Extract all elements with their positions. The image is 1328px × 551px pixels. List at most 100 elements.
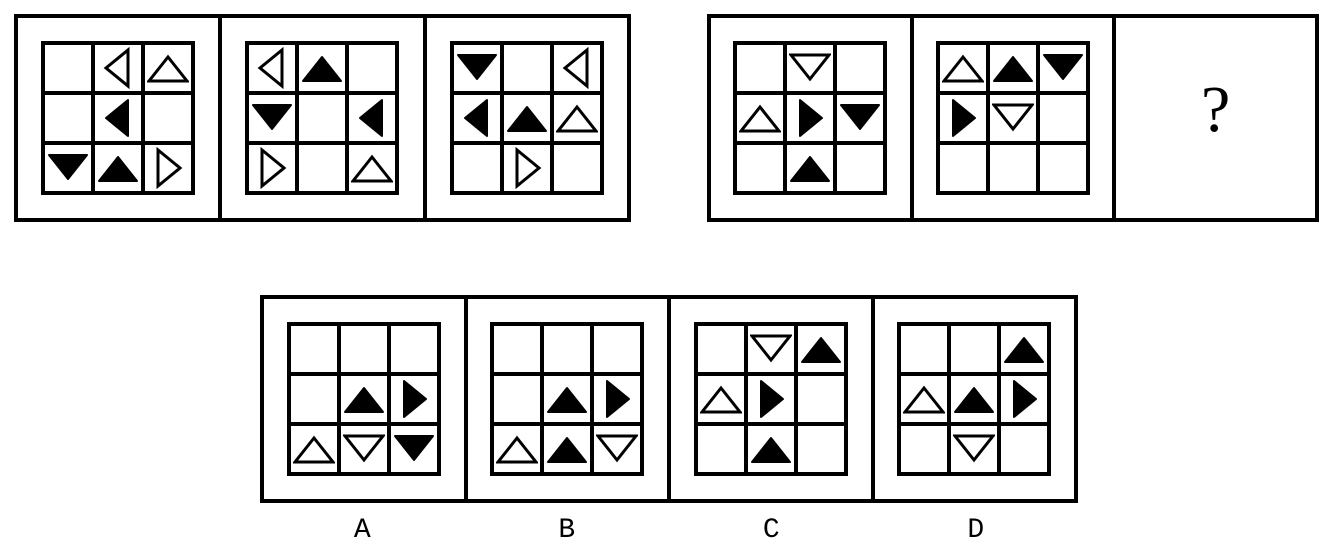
triangle-down-filled-icon bbox=[393, 435, 434, 461]
triangle-up-filled-icon bbox=[547, 437, 588, 463]
example-grid-1 bbox=[41, 41, 196, 195]
triangle-down-outline-icon bbox=[749, 334, 792, 363]
grid-cell bbox=[940, 95, 986, 141]
grid-cell bbox=[544, 426, 591, 472]
grid-cell bbox=[940, 145, 986, 191]
option-labels-row: A B C D bbox=[260, 514, 1078, 548]
grid-cell bbox=[453, 45, 500, 91]
question-grid-2 bbox=[936, 41, 1090, 195]
triangle-right-outline-icon bbox=[260, 147, 287, 189]
question-panel-2 bbox=[909, 18, 1113, 218]
grid-cell bbox=[594, 376, 641, 422]
example-panel-2 bbox=[218, 18, 423, 218]
grid-cell bbox=[1040, 145, 1086, 191]
grid-cell bbox=[951, 326, 998, 372]
grid-cell bbox=[299, 45, 346, 91]
option-a-grid bbox=[286, 322, 441, 476]
triangle-up-outline-icon bbox=[555, 104, 598, 133]
grid-cell bbox=[290, 326, 337, 372]
grid-cell bbox=[747, 426, 794, 472]
grid-cell bbox=[453, 145, 500, 191]
triangle-up-filled-icon bbox=[98, 156, 139, 182]
option-b-grid bbox=[490, 322, 645, 476]
grid-cell bbox=[737, 145, 784, 191]
answer-placeholder-panel: ? bbox=[1112, 18, 1316, 218]
grid-cell bbox=[787, 95, 834, 141]
grid-cell bbox=[901, 426, 948, 472]
grid-cell bbox=[737, 45, 784, 91]
grid-cell bbox=[1040, 45, 1086, 91]
grid-cell bbox=[951, 376, 998, 422]
triangle-up-filled-icon bbox=[954, 387, 995, 413]
grid-cell bbox=[453, 95, 500, 141]
grid-cell bbox=[249, 95, 296, 141]
triangle-down-filled-icon bbox=[48, 154, 89, 180]
option-c-grid bbox=[693, 322, 848, 476]
triangle-down-filled-icon bbox=[840, 104, 881, 130]
grid-cell bbox=[901, 376, 948, 422]
question-panel-1 bbox=[711, 18, 910, 218]
triangle-left-filled-icon bbox=[463, 99, 488, 137]
grid-cell bbox=[747, 376, 794, 422]
triangle-down-outline-icon bbox=[992, 103, 1034, 132]
triangle-right-outline-icon bbox=[515, 147, 542, 189]
triangle-up-outline-icon bbox=[903, 385, 946, 414]
grid-cell bbox=[494, 426, 541, 472]
grid-cell bbox=[1040, 95, 1086, 141]
grid-cell bbox=[837, 145, 884, 191]
grid-cell bbox=[990, 45, 1036, 91]
option-d-grid bbox=[897, 322, 1052, 476]
triangle-left-outline-icon bbox=[103, 47, 130, 89]
triangle-up-filled-icon bbox=[547, 387, 588, 413]
triangle-left-filled-icon bbox=[105, 99, 130, 137]
grid-cell bbox=[1001, 426, 1048, 472]
option-b-panel[interactable] bbox=[463, 299, 667, 499]
grid-cell bbox=[951, 426, 998, 472]
triangle-up-filled-icon bbox=[750, 437, 791, 463]
triangle-up-filled-icon bbox=[993, 56, 1033, 82]
example-panel-1 bbox=[18, 18, 219, 218]
option-a-label: A bbox=[353, 515, 371, 546]
grid-cell bbox=[544, 326, 591, 372]
grid-cell bbox=[594, 326, 641, 372]
grid-cell bbox=[494, 326, 541, 372]
grid-cell bbox=[797, 376, 844, 422]
grid-cell bbox=[747, 326, 794, 372]
grid-cell bbox=[503, 145, 550, 191]
option-d-panel[interactable] bbox=[870, 299, 1074, 499]
triangle-up-filled-icon bbox=[800, 337, 841, 363]
option-c-panel[interactable] bbox=[667, 299, 871, 499]
grid-cell bbox=[290, 426, 337, 472]
grid-cell bbox=[390, 376, 437, 422]
triangle-up-filled-icon bbox=[506, 106, 547, 132]
triangle-left-outline-icon bbox=[562, 47, 589, 89]
grid-cell bbox=[95, 45, 142, 91]
triangle-down-outline-icon bbox=[953, 434, 996, 463]
example-panel-3 bbox=[422, 18, 627, 218]
option-a-panel[interactable] bbox=[264, 299, 464, 499]
grid-cell bbox=[697, 376, 744, 422]
grid-cell bbox=[787, 45, 834, 91]
example-sequence-group bbox=[14, 14, 631, 222]
grid-cell bbox=[390, 426, 437, 472]
option-c-label: C bbox=[762, 515, 780, 546]
triangle-left-outline-icon bbox=[258, 47, 284, 89]
grid-cell bbox=[249, 145, 296, 191]
grid-cell bbox=[787, 145, 834, 191]
triangle-up-filled-icon bbox=[343, 387, 384, 413]
option-d-label: D bbox=[967, 515, 985, 546]
grid-cell bbox=[95, 145, 142, 191]
grid-cell bbox=[45, 145, 92, 191]
triangle-down-filled-icon bbox=[1043, 54, 1083, 80]
triangle-up-outline-icon bbox=[739, 104, 782, 133]
grid-cell bbox=[697, 326, 744, 372]
grid-cell bbox=[45, 95, 92, 141]
triangle-right-filled-icon bbox=[1013, 380, 1038, 418]
grid-cell bbox=[340, 426, 387, 472]
example-grid-2 bbox=[245, 41, 400, 195]
option-b-label: B bbox=[558, 515, 576, 546]
triangle-down-outline-icon bbox=[789, 53, 832, 82]
grid-cell bbox=[299, 145, 346, 191]
triangle-right-filled-icon bbox=[606, 380, 631, 418]
grid-cell bbox=[299, 95, 346, 141]
